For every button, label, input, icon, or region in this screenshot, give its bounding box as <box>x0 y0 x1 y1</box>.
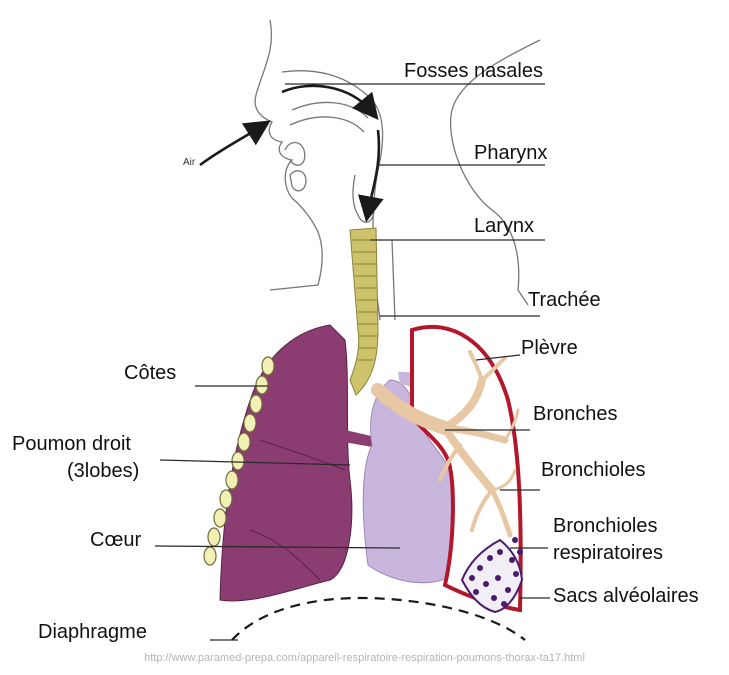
label-larynx: Larynx <box>474 215 534 238</box>
label-plevre: Plèvre <box>521 337 578 360</box>
air-label: Air <box>183 157 195 168</box>
label-poumon-droit: Poumon droit <box>12 433 131 456</box>
label-sacs-alveolaires: Sacs alvéolaires <box>553 585 699 608</box>
label-trachee: Trachée <box>528 289 601 312</box>
label-fosses-nasales: Fosses nasales <box>404 60 543 83</box>
label-diaphragme: Diaphragme <box>38 621 147 644</box>
label-coeur: Cœur <box>90 529 141 552</box>
label-bronchioles-respiratoires-1: Bronchioles <box>553 515 658 538</box>
label-poumon-droit-lobes: (3lobes) <box>67 460 139 483</box>
label-cotes: Côtes <box>124 362 176 385</box>
label-pharynx: Pharynx <box>474 142 547 165</box>
label-bronches: Bronches <box>533 403 618 426</box>
label-bronchioles: Bronchioles <box>541 459 646 482</box>
trachea <box>350 228 378 395</box>
source-url: http://www.paramed-prepa.com/appareil-re… <box>0 652 729 664</box>
label-bronchioles-respiratoires-2: respiratoires <box>553 542 663 565</box>
